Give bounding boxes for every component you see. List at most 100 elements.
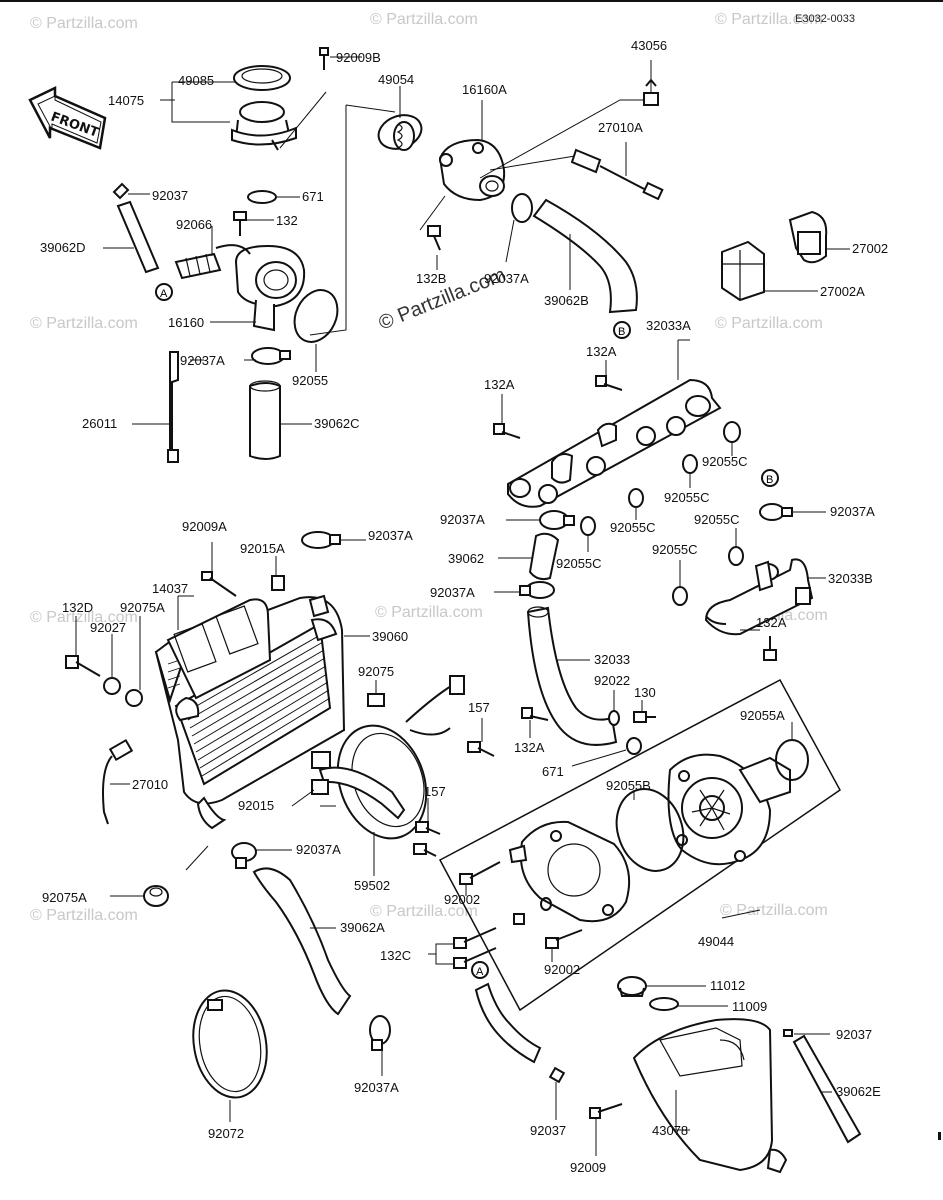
label-92072: 92072 xyxy=(208,1126,244,1141)
label-92055C-2: 92055C xyxy=(664,490,710,505)
label-132D: 132D xyxy=(62,600,93,615)
label-39062A: 39062A xyxy=(340,920,385,935)
water-pump xyxy=(667,753,791,866)
bolt-132B xyxy=(427,225,441,270)
cooling-fan xyxy=(318,675,465,876)
label-27010A: 27010A xyxy=(598,120,643,135)
callout-b-1: B xyxy=(613,321,631,339)
hose-bottom xyxy=(474,982,566,1120)
label-92015: 92015 xyxy=(238,798,274,813)
label-92037A-right: 92037A xyxy=(830,504,875,519)
label-92066: 92066 xyxy=(176,217,212,232)
callout-a-letter-2: A xyxy=(476,966,484,978)
label-132A-pump: 132A xyxy=(514,740,545,755)
label-26011: 26011 xyxy=(82,416,117,431)
label-92037-top: 92037 xyxy=(152,188,188,203)
label-14075: 14075 xyxy=(108,93,144,108)
watermark-1: © Partzilla.com xyxy=(30,15,138,32)
label-27002: 27002 xyxy=(852,241,888,256)
label-11012: 11012 xyxy=(710,978,745,993)
label-92055C-3: 92055C xyxy=(694,512,740,527)
watermark-11: © Partzilla.com xyxy=(720,902,828,919)
callout-a-2: A xyxy=(471,961,489,979)
clamp-92037A-bottom xyxy=(369,1015,391,1076)
clamp-92037A-left xyxy=(244,347,291,365)
label-92027: 92027 xyxy=(90,620,126,635)
label-92037A-rad: 92037A xyxy=(368,528,413,543)
label-39062C: 39062C xyxy=(314,416,360,431)
clip-92015 xyxy=(291,751,331,807)
label-671-mid: 671 xyxy=(542,764,564,779)
label-132: 132 xyxy=(276,213,298,228)
label-92055C-4: 92055C xyxy=(610,520,656,535)
hose-39062E xyxy=(783,1029,862,1144)
water-pump-box xyxy=(438,678,841,1012)
label-92037A-top: 92037A xyxy=(484,271,529,286)
watermark-3: © Partzilla.com xyxy=(715,11,823,28)
label-16160A: 16160A xyxy=(462,82,507,97)
label-92075A-bottom: 92075A xyxy=(42,890,87,905)
callout-b-letter-2: B xyxy=(766,474,773,486)
edge-mark xyxy=(938,1132,941,1140)
bolts-92002-132C xyxy=(428,861,583,969)
clamp-92037A-right xyxy=(759,503,826,521)
callout-a-1: A xyxy=(155,283,173,301)
label-92022: 92022 xyxy=(594,673,630,688)
label-43056: 43056 xyxy=(631,38,667,53)
label-27002A: 27002A xyxy=(820,284,865,299)
label-157-mid: 157 xyxy=(424,784,446,799)
bolt-92009 xyxy=(589,1103,623,1156)
label-59502: 59502 xyxy=(354,878,390,893)
label-130: 130 xyxy=(634,685,656,700)
temp-switch-27010A xyxy=(570,142,664,201)
diagram-code: E3032-0033 xyxy=(795,13,855,25)
grommet-92075 xyxy=(367,680,385,707)
bolt-132D xyxy=(65,616,101,677)
clamp-92037A-hose xyxy=(494,581,555,599)
label-11009: 11009 xyxy=(732,999,767,1014)
thermostat-housing-upper xyxy=(419,99,650,231)
callout-b-2: B xyxy=(761,469,779,487)
switch-27010 xyxy=(102,738,134,825)
watermark-2: © Partzilla.com xyxy=(370,11,478,28)
watermark-9: © Partzilla.com xyxy=(30,907,138,924)
clamp-92037A-rad xyxy=(301,531,366,549)
label-92037A-hose: 92037A xyxy=(430,585,475,600)
label-43078: 43078 xyxy=(652,1123,688,1138)
fitting-92022-130 xyxy=(608,690,656,726)
grommet-92075A-bottom xyxy=(110,845,209,907)
label-92055A: 92055A xyxy=(740,708,785,723)
label-92009A: 92009A xyxy=(182,519,227,534)
coolant-rail-32033A xyxy=(507,339,722,508)
clamp-92037A-top xyxy=(505,193,533,263)
label-92002-top: 92002 xyxy=(444,892,480,907)
label-49044: 49044 xyxy=(698,934,734,949)
clip-92015A xyxy=(271,556,285,591)
hose-39062C xyxy=(249,380,312,460)
label-132A-top: 132A xyxy=(586,344,617,359)
sender-43056 xyxy=(643,60,659,106)
part-labels: 92009B 43056 49085 49054 16160A 14075 27… xyxy=(40,38,888,1175)
label-14037: 14037 xyxy=(152,581,188,596)
label-39062E: 39062E xyxy=(836,1084,881,1099)
oring-671-mid xyxy=(571,737,642,767)
relays xyxy=(721,210,850,302)
watermark-6: © Partzilla.com xyxy=(30,609,138,626)
gasket-92055B xyxy=(615,788,685,872)
label-39062D: 39062D xyxy=(40,240,86,255)
pipe-26011 xyxy=(132,351,204,463)
label-671-top: 671 xyxy=(302,189,324,204)
reservoir-tank xyxy=(632,1018,788,1174)
label-92009B: 92009B xyxy=(336,50,381,65)
label-92055C-5: 92055C xyxy=(652,542,698,557)
label-157-top: 157 xyxy=(468,700,490,715)
label-92055C-1: 92055C xyxy=(702,454,748,469)
label-92075: 92075 xyxy=(358,664,394,679)
label-92055B: 92055B xyxy=(606,778,651,793)
label-92009: 92009 xyxy=(570,1160,606,1175)
thermostat-guide-line xyxy=(309,105,347,336)
label-92015A: 92015A xyxy=(240,541,285,556)
pump-cover xyxy=(508,820,631,923)
